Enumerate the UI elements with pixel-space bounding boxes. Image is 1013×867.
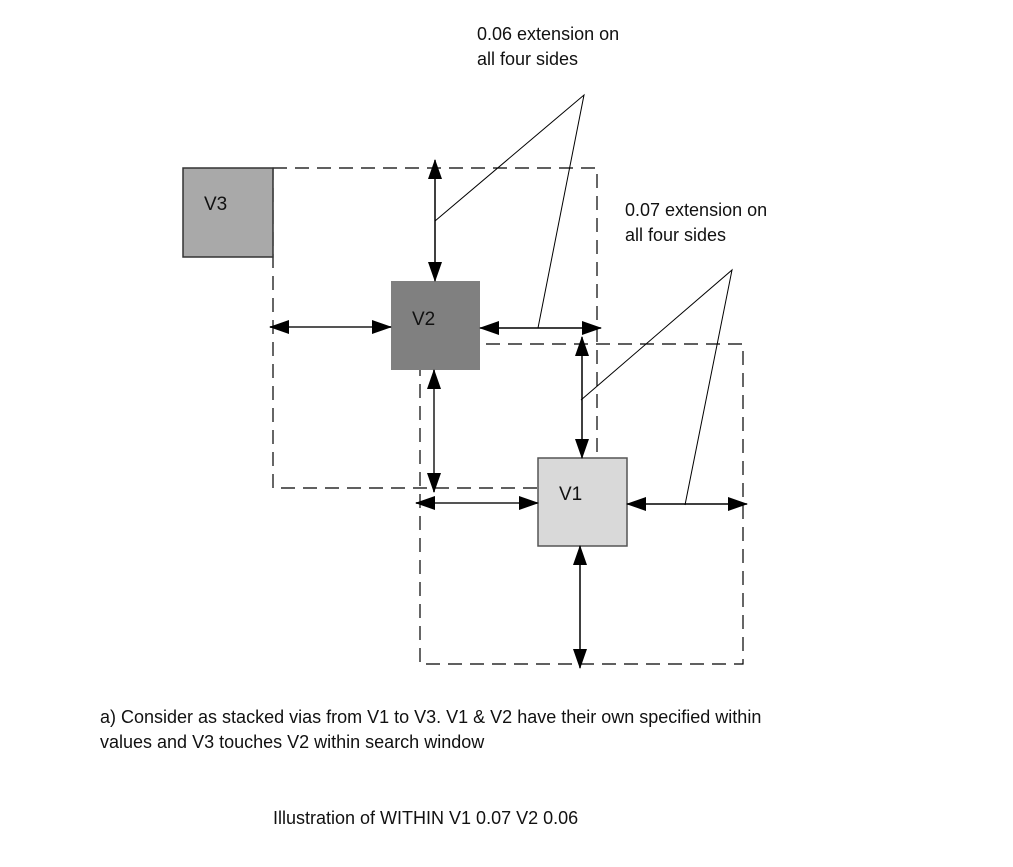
- via-v3-label: V3: [204, 194, 228, 215]
- figure-caption: a) Consider as stacked vias from V1 to V…: [100, 705, 761, 755]
- caption-line1: a) Consider as stacked vias from V1 to V…: [100, 707, 762, 727]
- v1-extension-note-line2: all four sides: [625, 225, 727, 245]
- figure-title: Illustration of WITHIN V1 0.07 V2 0.06: [273, 808, 579, 828]
- via-v3-box: [182, 167, 274, 258]
- via-v2-label: V2: [412, 309, 436, 330]
- caption-line2: values and V3 touches V2 within search w…: [100, 732, 485, 752]
- v2-note-leader: [434, 93, 585, 329]
- v1-note-leader: [580, 268, 733, 506]
- via-v1-label: V1: [559, 484, 583, 505]
- v2-extension-note: 0.06 extension on all four sides: [477, 22, 619, 72]
- v2-extension-note-line1: 0.06 extension on: [477, 24, 620, 44]
- v1-extension-note-line1: 0.07 extension on: [625, 200, 768, 220]
- v2-extension-note-line2: all four sides: [477, 49, 579, 69]
- via-v1-box: [537, 457, 628, 547]
- via-v2-box: [391, 281, 480, 370]
- v1-extension-note: 0.07 extension on all four sides: [625, 198, 767, 248]
